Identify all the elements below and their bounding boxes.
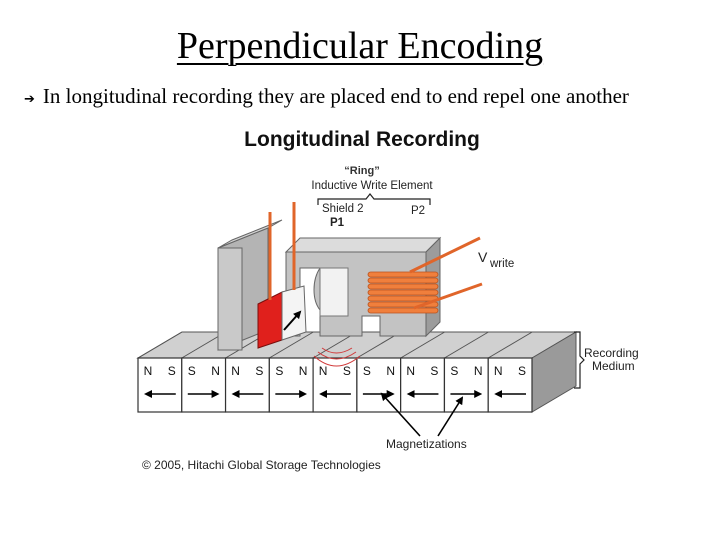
pole-letter: S [255,364,263,378]
pole-letter: N [299,364,308,378]
coil-turn [367,295,439,302]
segment-divider [400,331,445,359]
write-element-label: Inductive Write Element [311,180,433,192]
p1-label: P1 [330,217,345,229]
write-head [217,202,483,367]
coil-turn [367,271,439,278]
magnet-segment [224,357,270,413]
pole-letter: S [275,364,283,378]
magnet-segment [312,357,358,413]
right-arrow-icon: ➔ [24,92,35,107]
segment-divider [137,331,183,359]
pole-letter: S [450,364,458,378]
pole-letter: N [386,364,395,378]
magnet-segment [400,357,446,413]
fringe-field [313,347,361,367]
pole-letter: S [343,364,351,378]
ring-core [284,237,442,253]
write-label: write [489,258,514,270]
shield-top-face [217,219,283,249]
pole-letter: N [144,364,153,378]
medium-label-1: Recording [584,346,639,360]
pole-letter: N [231,364,240,378]
shield-front-face [217,247,243,351]
magnetization-pointer-2 [437,396,464,437]
pole-letter: S [188,364,196,378]
magnet-segment [443,357,489,413]
medium-label-2: Medium [592,359,635,373]
ring-label: “Ring” [344,165,379,177]
copyright-text: © 2005, Hitachi Global Storage Technolog… [142,458,381,472]
shield-label: Shield 2 [322,203,364,215]
v-label: V [478,249,488,265]
lead-wire-3 [409,236,481,274]
p1-pole-face [281,285,307,341]
core-inner-gap [319,267,349,317]
segment-divider [444,331,489,359]
magnet-segment [487,357,533,413]
figure-title: Longitudinal Recording [244,128,480,151]
write-coil [367,271,439,314]
coil-turn [367,307,439,314]
magnetization-pointer-1 [380,392,421,437]
p2-label: P2 [411,205,425,217]
magnet-segment [137,357,183,413]
magnet-segment [356,357,402,413]
segment-divider [487,331,533,359]
pole-letter: S [363,364,371,378]
magnet-segment [181,357,227,413]
coil-turn [367,283,439,290]
pole-letter: S [430,364,438,378]
coil-turn [367,289,439,296]
pole-letter: S [518,364,526,378]
bullet-text: In longitudinal recording they are place… [42,84,629,108]
pole-letter: N [474,364,483,378]
bullet-item: ➔ In longitudinal recording they are pla… [24,84,629,109]
pole-letter: N [406,364,415,378]
magnetizations-label: Magnetizations [386,437,467,451]
pole-letter: N [211,364,220,378]
medium-bracket [574,331,585,389]
lead-wire-4 [413,282,483,310]
p1-field-arrow [283,310,302,331]
pole-letter: N [319,364,328,378]
write-element-bracket [317,193,431,205]
slide-title: Perpendicular Encoding [176,25,544,67]
magnet-segment [268,357,314,413]
pole-letter: S [168,364,176,378]
coil-turn [367,277,439,284]
pole-letter: N [494,364,503,378]
segment-divider [269,331,314,359]
